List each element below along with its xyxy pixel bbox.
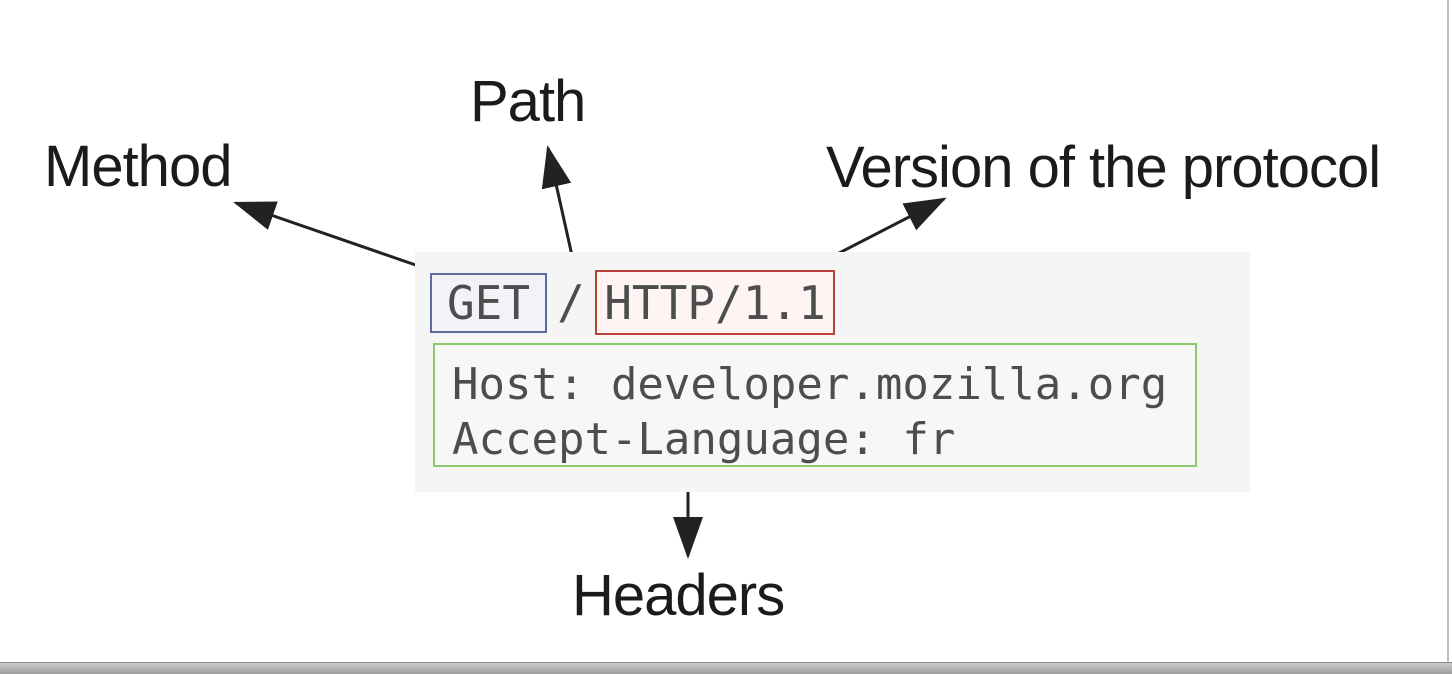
label-path: Path — [470, 69, 586, 134]
header-line-accept-language: Accept-Language: fr — [452, 414, 956, 465]
headers-box: Host: developer.mozilla.org Accept-Langu… — [433, 343, 1197, 467]
label-version: Version of the protocol — [826, 135, 1381, 200]
bottom-scrollbar[interactable] — [0, 662, 1452, 674]
method-arrow-icon — [233, 201, 434, 273]
request-path: / — [557, 275, 585, 329]
method-box: GET — [430, 273, 547, 333]
header-line-host: Host: developer.mozilla.org — [452, 359, 1168, 410]
window-edge-line — [1447, 0, 1449, 674]
label-headers: Headers — [572, 563, 785, 628]
label-method: Method — [44, 134, 232, 199]
protocol-box: HTTP/1.1 — [595, 270, 835, 335]
